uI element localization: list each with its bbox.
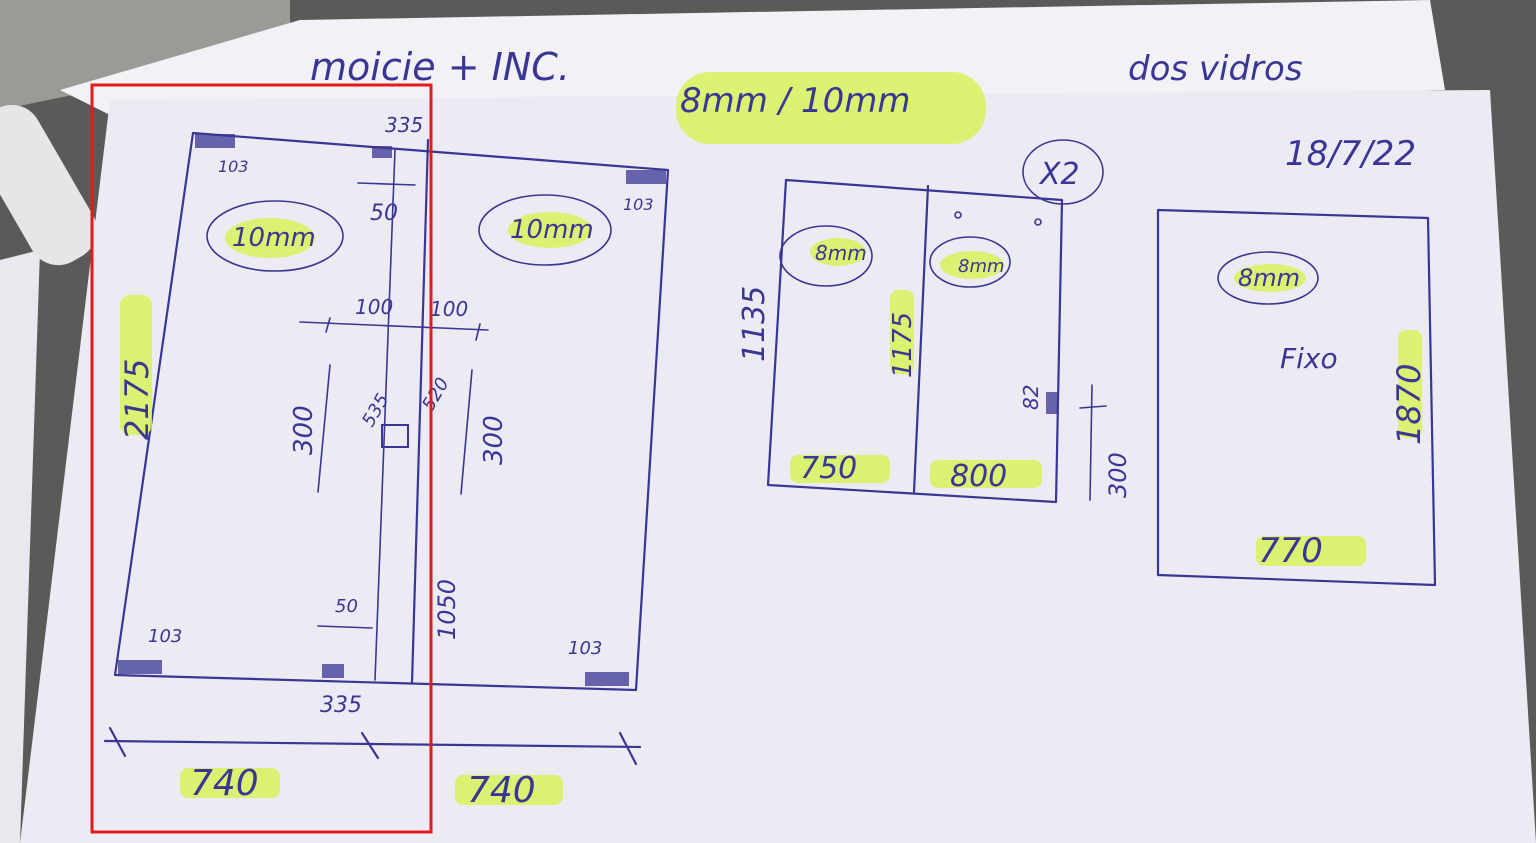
middle-handle-len: 300 xyxy=(1104,452,1132,498)
header-title: moicie + INC. xyxy=(310,45,570,89)
left-corner-tl: 103 xyxy=(218,157,249,176)
middle-height-inner: 1175 xyxy=(888,312,918,378)
left-gap-top: 50 xyxy=(370,201,398,226)
middle-side-mark: 82 xyxy=(1019,385,1043,410)
middle-width-left: 750 xyxy=(800,451,857,486)
left-corner-br: 103 xyxy=(568,638,602,659)
middle-glass-right: 8mm xyxy=(958,256,1005,277)
left-corner-bl: 103 xyxy=(148,626,182,647)
left-width-right: 740 xyxy=(467,770,536,811)
left-glass-left: 10mm xyxy=(232,223,316,253)
left-handle-len-left: 300 xyxy=(289,405,319,455)
paper-sheet xyxy=(20,90,1536,843)
left-gap-bottom: 50 xyxy=(335,596,358,617)
middle-multiplier: X2 xyxy=(1038,157,1080,192)
left-corner-tr: 103 xyxy=(623,195,654,214)
left-handle-left-span: 100 xyxy=(355,295,393,319)
right-glass: 8mm xyxy=(1238,264,1300,292)
right-drawing xyxy=(1156,208,1437,587)
left-inner-height: 1050 xyxy=(433,579,461,640)
left-top-inner: 335 xyxy=(385,113,423,137)
right-label: Fixo xyxy=(1280,342,1338,375)
left-drawing xyxy=(103,131,670,805)
left-handle-right-span: 100 xyxy=(430,297,468,321)
selection-box xyxy=(90,83,433,834)
middle-drawing xyxy=(766,139,1107,504)
right-width: 770 xyxy=(1258,531,1323,571)
left-glass-right: 10mm xyxy=(510,215,594,245)
left-width-left: 740 xyxy=(190,763,259,804)
thickness-highlight xyxy=(676,72,986,144)
left-bottom-inner: 335 xyxy=(320,693,362,718)
middle-height-outer: 1135 xyxy=(737,286,772,362)
middle-width-right: 800 xyxy=(950,459,1007,494)
background-papers xyxy=(0,0,1445,843)
middle-glass-left: 8mm xyxy=(815,241,867,265)
header-thickness: 8mm / 10mm xyxy=(680,81,910,121)
left-height: 2175 xyxy=(118,359,156,440)
left-handle-len-right: 300 xyxy=(479,415,509,465)
right-height: 1870 xyxy=(1390,364,1428,445)
header-subtitle-right: dos vidros xyxy=(1128,49,1303,89)
header-date: 18/7/22 xyxy=(1285,134,1416,174)
